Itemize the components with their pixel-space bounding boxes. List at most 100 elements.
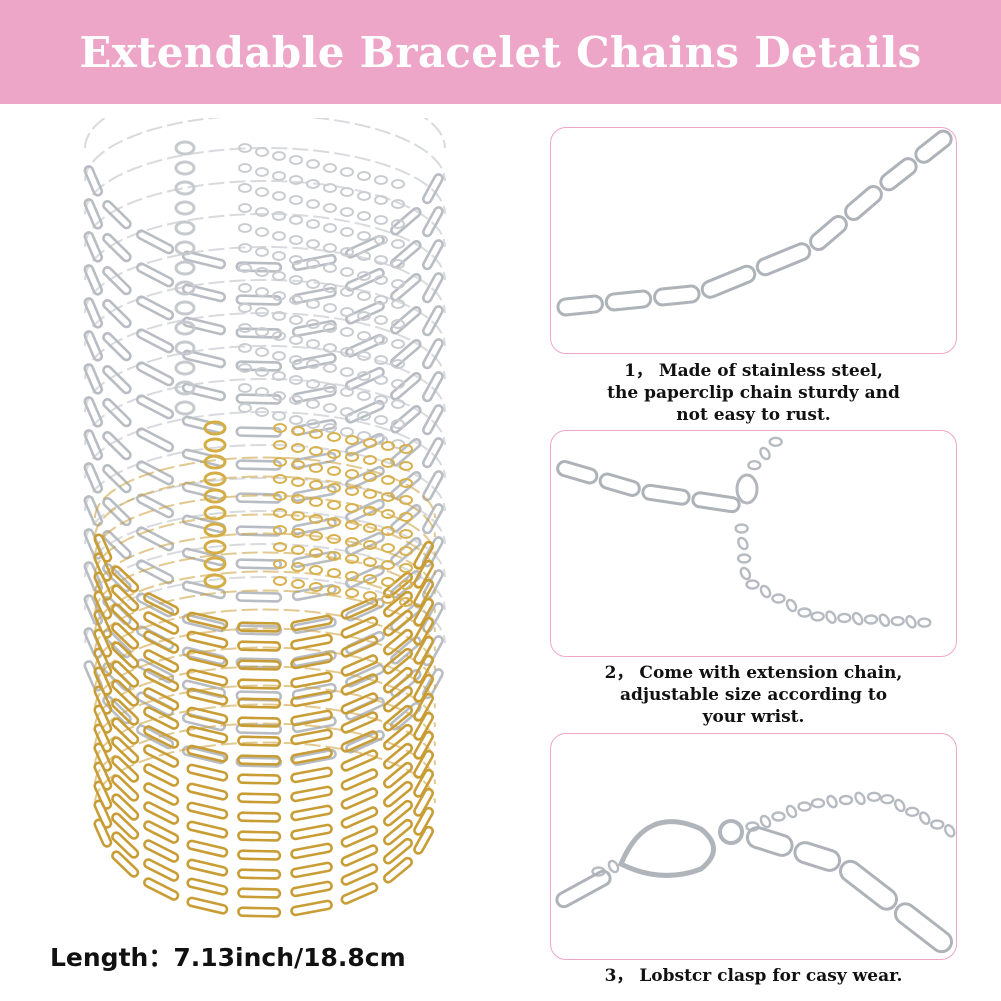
extension-link [391, 379, 405, 389]
extension-link [357, 311, 371, 321]
extension-link [374, 335, 388, 345]
extension-link [272, 411, 286, 421]
extension-link [340, 327, 354, 337]
gold-extension-link [363, 455, 377, 465]
chain-back [94, 665, 436, 728]
extension-link [306, 339, 320, 349]
chain-link [844, 185, 883, 221]
chain-link [93, 742, 113, 772]
chain-link [390, 306, 422, 335]
extension-link [357, 271, 371, 281]
extension-link [323, 283, 337, 293]
extension-link [255, 247, 269, 257]
extension-link [306, 419, 320, 429]
chain-link [290, 861, 333, 879]
chain-back [94, 532, 436, 595]
gold-extension-link [363, 438, 377, 448]
gold-clasp-icon [203, 437, 227, 453]
extension-link [238, 383, 252, 393]
chain-link [382, 685, 413, 713]
chain-link [143, 763, 180, 787]
gold-extension-link [399, 512, 413, 522]
chain-back [94, 475, 436, 538]
chain-back [84, 312, 446, 380]
chain-link [143, 592, 180, 616]
chain-link [421, 470, 444, 502]
gold-clasp-icon [203, 573, 227, 589]
chain-back [94, 741, 436, 804]
chain-back [94, 551, 436, 614]
chain-link [290, 842, 333, 860]
chain-back [94, 589, 436, 652]
gold-extension-link [345, 469, 359, 479]
chain-link [382, 704, 413, 732]
gold-clasp-icon [203, 488, 227, 504]
gold-bracelets [93, 456, 436, 918]
chain-back [94, 494, 436, 557]
chain-link [111, 831, 140, 859]
chain-link [83, 396, 104, 428]
chain-link [143, 668, 180, 692]
extension-link [357, 371, 371, 381]
chain-link [111, 774, 140, 802]
gold-extension-link [399, 563, 413, 573]
extension-link [289, 195, 303, 205]
extension-link [374, 355, 388, 365]
caption-3-line-1: 3， Lobstcr clasp for casy wear. [604, 966, 903, 986]
chain-link [83, 330, 104, 362]
chain-link [93, 533, 113, 563]
chain-link [340, 692, 379, 715]
extension-link [323, 323, 337, 333]
extension-link [391, 239, 405, 249]
extension-link [391, 399, 405, 409]
gold-extension-link [273, 423, 287, 433]
extension-link [340, 247, 354, 257]
extension-link [306, 159, 320, 169]
chain-link [186, 763, 229, 782]
extension-link [340, 367, 354, 377]
extension-link [306, 319, 320, 329]
lobster-clasp-icon [174, 240, 196, 256]
chain-link [382, 628, 413, 656]
gold-extension-link [399, 546, 413, 556]
extension-link [374, 255, 388, 265]
extension-link [374, 315, 388, 325]
chain-link [143, 801, 180, 825]
chain-link [102, 364, 132, 395]
extension-link [739, 566, 752, 581]
gold-extension-link [327, 551, 341, 561]
chain-link [290, 785, 333, 803]
chain-link [235, 492, 283, 504]
extension-link [272, 271, 286, 281]
gold-extension-link [327, 534, 341, 544]
extension-link [391, 419, 405, 429]
extension-link [255, 367, 269, 377]
extension-link [238, 343, 252, 353]
chain-link [102, 463, 132, 494]
chain-link [291, 352, 337, 371]
extension-link [340, 407, 354, 417]
gold-extension-link [381, 560, 395, 570]
chain-link [143, 611, 180, 635]
gold-extension-link [309, 446, 323, 456]
gold-extension-link [309, 582, 323, 592]
extension-link [306, 179, 320, 189]
extension-link [289, 155, 303, 165]
extension-link [863, 614, 879, 625]
chain-back [84, 345, 446, 413]
extension-link [238, 203, 252, 213]
lobster-clasp-icon [617, 819, 716, 878]
lobster-clasp-icon [174, 360, 196, 376]
extension-link [255, 167, 269, 177]
extension-link [323, 183, 337, 193]
chain-link [93, 571, 113, 601]
chain-back [94, 646, 436, 709]
lobster-clasp-closeup [555, 791, 956, 954]
chain-link [186, 896, 229, 915]
gold-extension-link [291, 426, 305, 436]
extension-link [391, 199, 405, 209]
chain-link [290, 804, 333, 822]
chain-link [83, 429, 104, 461]
extension-link [391, 319, 405, 329]
extension-link [255, 147, 269, 157]
